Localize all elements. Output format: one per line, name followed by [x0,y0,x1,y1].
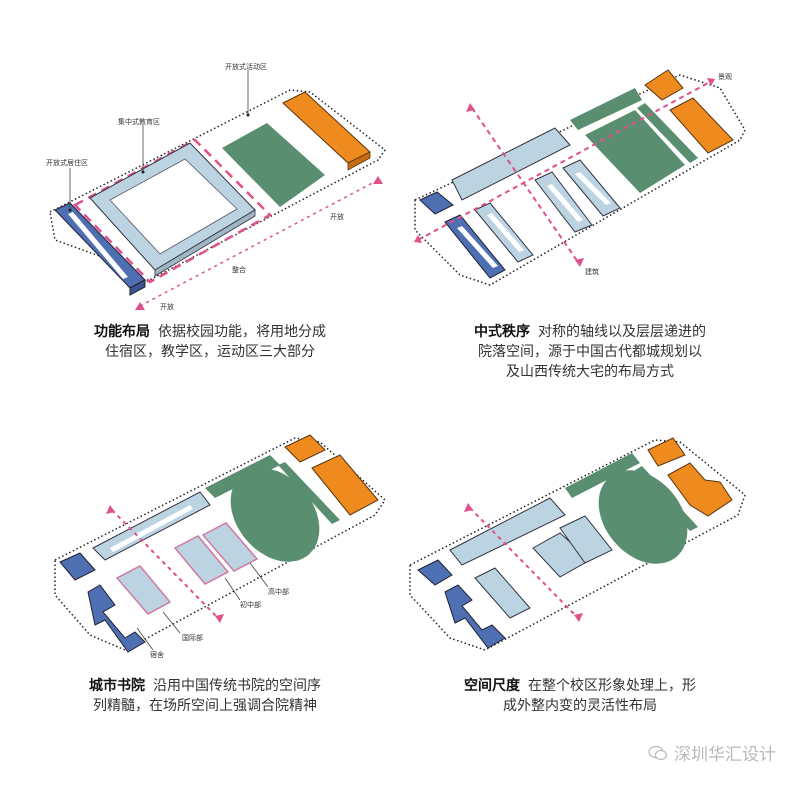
panel-spatial-scale: 空间尺度在整个校区形象处理上，形 成外整内变的灵活性布局 [400,420,800,791]
label-residential-zone: 开放式居住区 [46,159,88,167]
panel-chinese-order: 景观 建筑 中式秩序对称的轴线以及层层递进的 院落空间，源于中国古代都城规划以 … [400,0,800,400]
label-senior-high: 高中部 [268,588,289,596]
diagram-functional-layout [49,70,387,310]
caption-title: 空间尺度 [464,678,520,694]
caption-title: 城市书院 [89,678,145,694]
label-activity-zone: 开放式活动区 [225,63,267,71]
caption-functional-layout: 功能布局依据校园功能，将用地分成 住宿区，教学区，运动区三大部分 [50,322,370,362]
wechat-icon [648,745,668,760]
label-landscape: 景观 [718,73,732,81]
caption-line: 对称的轴线以及层层递进的 [538,324,706,340]
panel-urban-academy: 高中部 初中部 国际部 宿舍 城市书院沿用中国传统书院的空间序 列精髓，在场所空… [0,420,400,791]
caption-line: 院落空间，源于中国古代都城规划以 [478,344,702,360]
caption-line: 及山西传统大宅的布局方式 [506,364,674,380]
caption-line: 依据校园功能，将用地分成 [158,324,326,340]
caption-line: 成外整内变的灵活性布局 [503,698,657,714]
diagram-urban-academy [54,434,386,653]
panel-functional-layout: 开放式活动区 集中式教育区 开放式居住区 开放 整合 开放 功能布局依据校园功能… [0,0,400,400]
education-zone-outline [72,138,273,284]
caption-line: 在整个校区形象处理上，形 [528,678,696,694]
site-boundary [49,89,387,286]
label-integrate: 整合 [232,266,246,274]
caption-title: 功能布局 [94,324,150,340]
label-dormitory: 宿舍 [150,651,164,659]
label-open-right: 开放 [330,213,344,221]
caption-line: 沿用中国传统书院的空间序 [153,678,321,694]
label-international: 国际部 [182,634,203,642]
label-education-zone: 集中式教育区 [118,118,160,126]
caption-title: 中式秩序 [474,324,530,340]
diagram-chinese-order [414,69,746,286]
caption-line: 住宿区，教学区，运动区三大部分 [105,344,315,360]
caption-line: 列精髓，在场所空间上强调合院精神 [93,698,317,714]
label-building: 建筑 [585,268,599,276]
caption-chinese-order: 中式秩序对称的轴线以及层层递进的 院落空间，源于中国古代都城规划以 及山西传统大… [420,322,760,382]
watermark-text: 深圳华汇设计 [674,745,776,765]
watermark: 深圳华汇设计 [648,740,776,765]
caption-urban-academy: 城市书院沿用中国传统书院的空间序 列精髓，在场所空间上强调合院精神 [40,676,370,716]
label-junior-high: 初中部 [240,601,261,609]
caption-spatial-scale: 空间尺度在整个校区形象处理上，形 成外整内变的灵活性布局 [410,676,750,716]
diagram-spatial-scale [409,437,746,651]
label-open-bottom: 开放 [160,303,174,311]
